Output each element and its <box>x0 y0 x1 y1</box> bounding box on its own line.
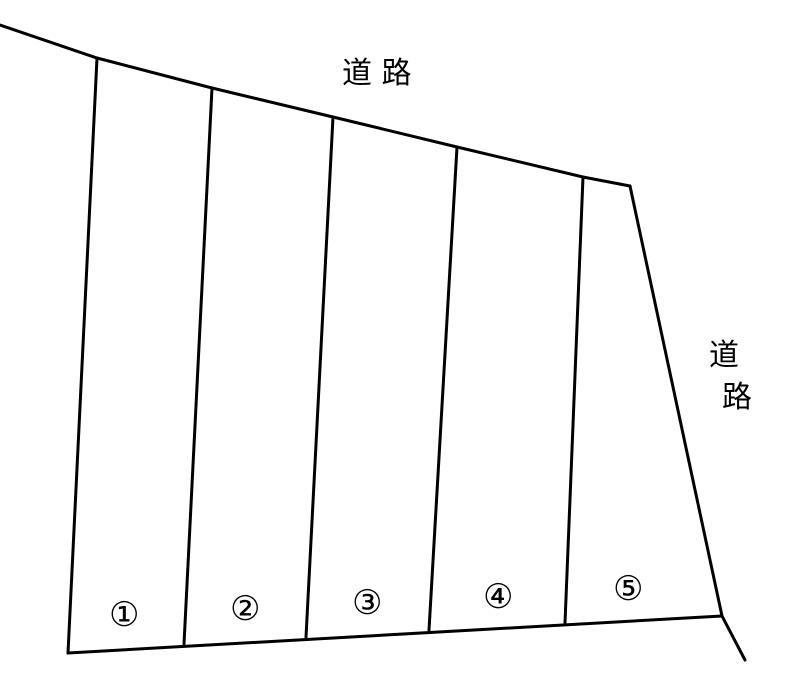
divider-lot-2-3 <box>304 115 335 639</box>
lot-number-5: ⑤ <box>613 569 643 609</box>
lot-number-3: ③ <box>352 583 382 623</box>
top-road-label: 道 路 <box>342 56 412 91</box>
divider-lot-3-4 <box>427 145 459 632</box>
divider-lot-1-2 <box>182 86 214 646</box>
lot-number-2: ② <box>230 589 260 629</box>
bottom-boundary <box>66 614 724 655</box>
right-road-edge <box>628 184 747 662</box>
right-road-label-char-1: 道 <box>709 338 739 373</box>
right-road-label-char-2: 路 <box>722 380 752 415</box>
lot-number-1: ① <box>109 595 139 635</box>
divider-lot-4-5 <box>563 175 585 625</box>
lot-number-4: ④ <box>483 577 513 617</box>
left-boundary <box>66 56 99 655</box>
